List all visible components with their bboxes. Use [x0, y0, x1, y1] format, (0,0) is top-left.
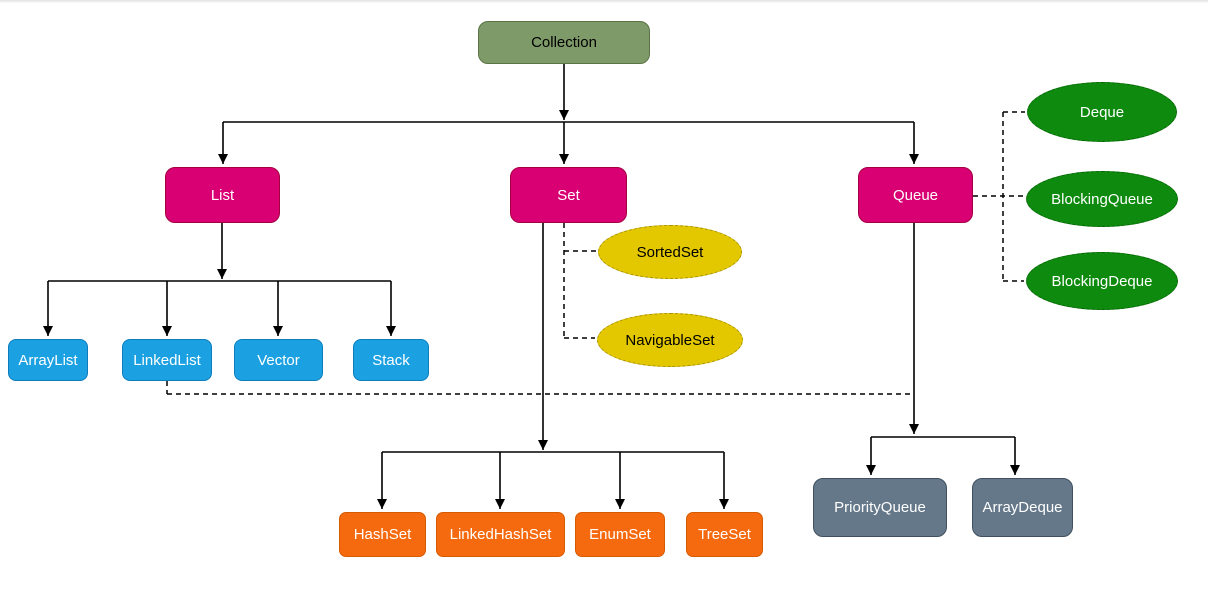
node-hashset: HashSet [339, 512, 426, 557]
node-list: List [165, 167, 280, 223]
node-sortedset: SortedSet [598, 225, 742, 279]
node-arraydeque: ArrayDeque [972, 478, 1073, 537]
node-linkedlist: LinkedList [122, 339, 212, 381]
node-blockingqueue: BlockingQueue [1026, 171, 1178, 227]
solid-edges [43, 64, 1020, 509]
node-arraylist: ArrayList [8, 339, 88, 381]
page-top-border [0, 0, 1208, 3]
node-priorityqueue: PriorityQueue [813, 478, 947, 537]
node-navigableset: NavigableSet [597, 313, 743, 367]
node-blockingdeque: BlockingDeque [1026, 252, 1178, 310]
node-queue: Queue [858, 167, 973, 223]
node-set: Set [510, 167, 627, 223]
node-enumset: EnumSet [575, 512, 665, 557]
node-deque: Deque [1027, 82, 1177, 142]
dashed-edges [166, 111, 1025, 395]
node-treeset: TreeSet [686, 512, 763, 557]
node-collection: Collection [478, 21, 650, 64]
node-vector: Vector [234, 339, 323, 381]
node-linkedhashset: LinkedHashSet [436, 512, 565, 557]
node-stack: Stack [353, 339, 429, 381]
